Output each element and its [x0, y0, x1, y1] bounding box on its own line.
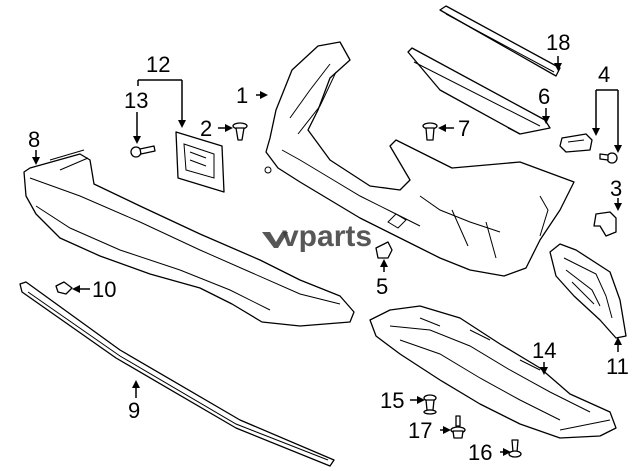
callout-9[interactable]: 9 [128, 398, 140, 423]
callout-7[interactable]: 7 [458, 116, 470, 141]
callout-4[interactable]: 4 [598, 62, 610, 87]
callout-15[interactable]: 15 [380, 388, 404, 413]
watermark-text: vparts [282, 220, 372, 253]
part-14-under-cover[interactable] [369, 305, 617, 439]
callout-12[interactable]: 12 [146, 52, 170, 77]
callout-14[interactable]: 14 [532, 338, 556, 363]
callout-6[interactable]: 6 [538, 84, 550, 109]
part-18-molding-strip[interactable] [439, 5, 561, 77]
part-7-push-clip[interactable] [422, 122, 438, 141]
callout-18[interactable]: 18 [546, 30, 570, 55]
part-4-bracket[interactable] [559, 133, 618, 164]
callout-10[interactable]: 10 [92, 277, 116, 302]
callout-1[interactable]: 1 [236, 83, 248, 108]
part-13-screw[interactable] [130, 145, 156, 158]
part-15-clip[interactable] [423, 394, 437, 415]
part-16-screw[interactable] [508, 439, 522, 458]
part-1-bumper-cover[interactable] [264, 41, 575, 277]
part-2-push-clip[interactable] [232, 122, 248, 141]
callout-17[interactable]: 17 [408, 418, 432, 443]
callout-8[interactable]: 8 [28, 127, 40, 152]
part-5-sensor-bracket[interactable] [375, 241, 393, 259]
callout-2[interactable]: 2 [200, 116, 212, 141]
part-8-lower-valance[interactable] [23, 149, 355, 327]
part-9-trim-strip[interactable] [19, 281, 335, 467]
part-12-bracket-plate[interactable] [175, 131, 225, 193]
callout-16[interactable]: 16 [468, 440, 492, 465]
part-10-clip[interactable] [55, 281, 73, 295]
part-6-grille-bar[interactable] [407, 47, 551, 135]
callout-5[interactable]: 5 [376, 274, 388, 299]
part-11-side-grille[interactable] [549, 243, 627, 339]
callout-3[interactable]: 3 [610, 176, 622, 201]
callout-13[interactable]: 13 [124, 88, 148, 113]
leader-lines [32, 56, 622, 456]
part-17-bolt[interactable] [450, 415, 466, 439]
part-3-small-bracket[interactable] [593, 211, 617, 237]
callout-labels: 1 2 3 4 5 6 7 8 9 10 11 12 13 14 15 16 1… [28, 30, 629, 465]
callout-11[interactable]: 11 [606, 354, 629, 379]
watermark-logo: vparts [262, 220, 372, 253]
